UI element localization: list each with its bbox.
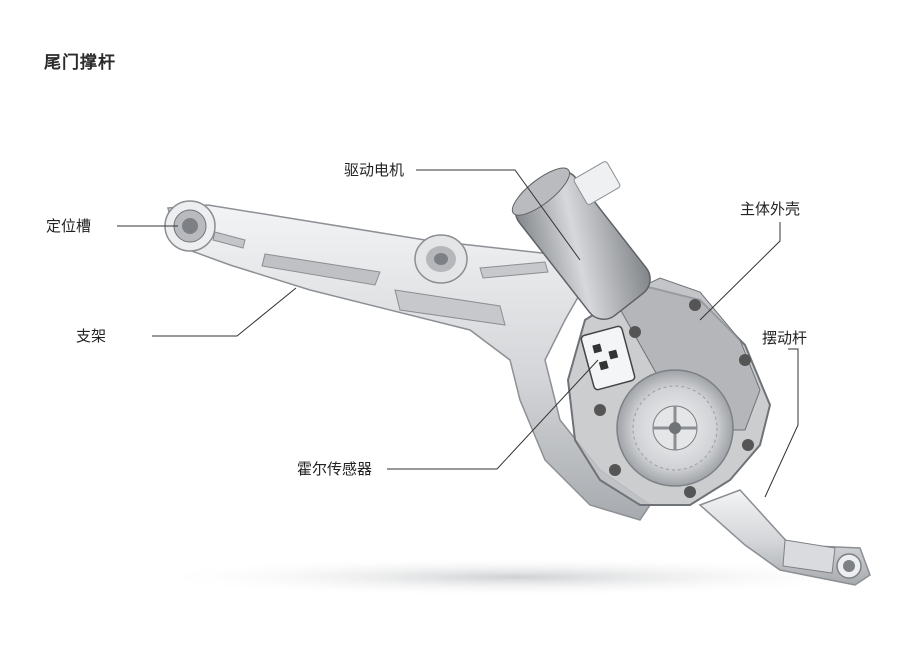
worm-gear — [616, 369, 734, 487]
leader-swing-arm — [764, 348, 799, 498]
label-housing: 主体外壳 — [740, 200, 801, 218]
label-drive-motor: 驱动电机 — [344, 161, 405, 179]
label-bracket: 支架 — [76, 327, 107, 345]
leader-drive-motor — [416, 169, 581, 261]
ground-shadow — [145, 557, 885, 597]
label-locating-slot: 定位槽 — [46, 217, 92, 235]
leader-bracket — [152, 287, 297, 337]
label-swing-arm: 摆动杆 — [762, 329, 808, 347]
page-title: 尾门撑杆 — [44, 53, 116, 73]
drive-motor-part — [511, 161, 651, 320]
label-hall-sensor: 霍尔传感器 — [297, 460, 373, 478]
leader-housing — [699, 222, 781, 321]
leader-hall-sensor — [387, 359, 599, 470]
mounting-boss — [414, 234, 468, 284]
bracket-arm — [167, 204, 652, 521]
swing-arm-part — [698, 489, 871, 586]
hall-sensor-part — [580, 325, 636, 391]
leader-lines — [117, 169, 799, 498]
